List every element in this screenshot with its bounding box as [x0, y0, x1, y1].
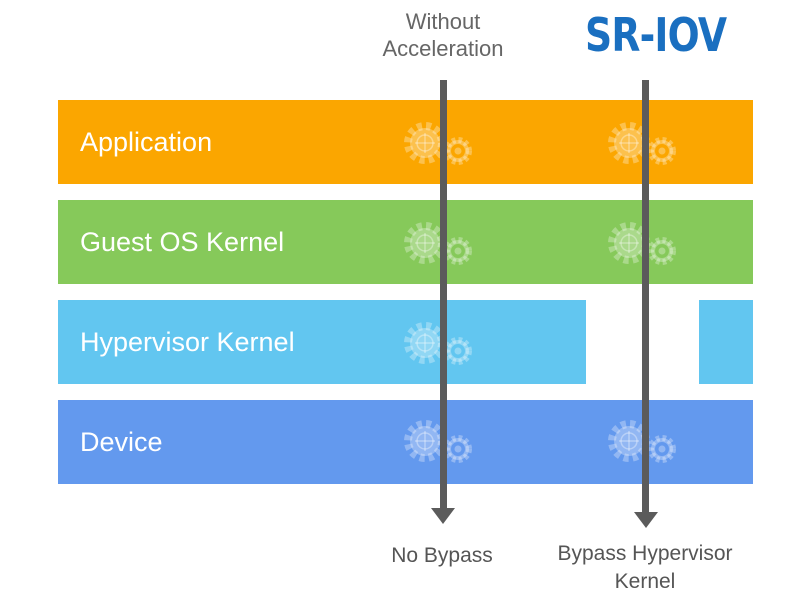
result-line: Kernel [614, 570, 676, 593]
layer-label: Application [80, 127, 213, 157]
bypass-hypervisor-label: Bypass Hypervisor Kernel [540, 540, 750, 596]
layer-hypervisor-kernel: Hypervisor Kernel [58, 300, 586, 384]
without-acceleration-title: Without Acceleration [362, 8, 524, 62]
layer-hypervisor-kernel-right [699, 300, 753, 384]
sriov-title: SR-IOV [585, 8, 727, 62]
no-bypass-arrow [440, 80, 447, 510]
result-line: Bypass Hypervisor [557, 542, 733, 565]
title-line: Without [405, 9, 481, 34]
arrow-head-icon [431, 508, 455, 524]
sriov-arrow [642, 80, 649, 514]
layer-label: Hypervisor Kernel [80, 327, 295, 357]
arrow-head-icon [634, 512, 658, 528]
layer-label: Guest OS Kernel [80, 227, 285, 257]
layer-label: Device [80, 427, 163, 457]
no-bypass-label: No Bypass [391, 544, 493, 567]
title-line: Acceleration [382, 36, 504, 61]
